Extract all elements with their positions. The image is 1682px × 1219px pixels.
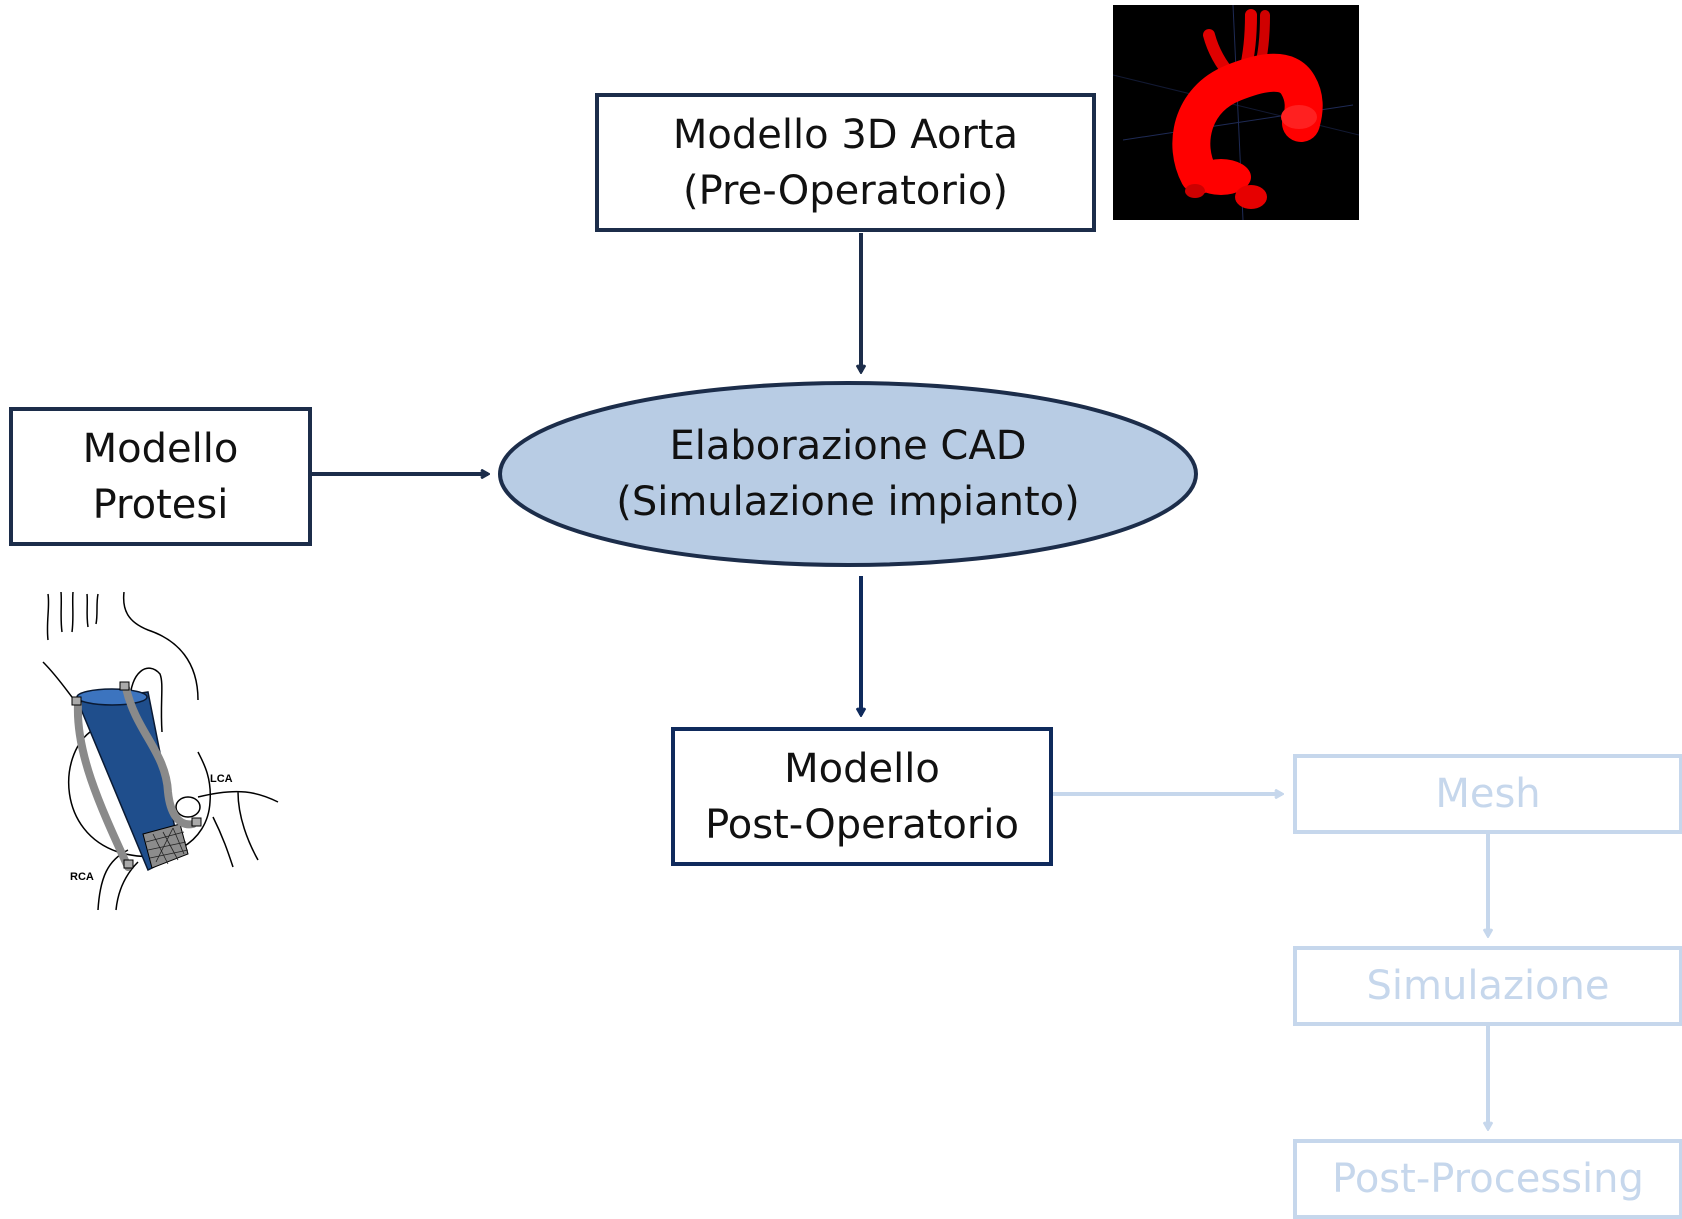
postprocessing-box: Post-Processing: [1293, 1139, 1682, 1219]
postop-model-line1: Modello: [784, 745, 940, 792]
aorta-model-line2: (Pre-Operatorio): [683, 167, 1008, 214]
simulazione-box: Simulazione: [1293, 946, 1682, 1026]
postop-model-box: Modello Post-Operatorio: [671, 727, 1053, 866]
cad-label: Elaborazione CAD (Simulazione impianto): [500, 414, 1196, 534]
aorta-3d-render-image: [1113, 5, 1359, 220]
mesh-label: Mesh: [1435, 771, 1541, 817]
aorta-model-box: Modello 3D Aorta (Pre-Operatorio): [595, 93, 1096, 232]
postop-model-line2: Post-Operatorio: [705, 801, 1019, 848]
protesi-model-line2: Protesi: [92, 481, 229, 528]
aorta-model-line1: Modello 3D Aorta: [672, 111, 1019, 158]
protesi-model-line1: Modello: [82, 425, 239, 472]
cad-line1: Elaborazione CAD: [669, 423, 1027, 469]
lca-label: LCA: [210, 773, 233, 785]
prosthesis-illustration: LCA RCA: [42, 592, 279, 911]
cad-ellipse: [498, 381, 1198, 567]
simulazione-label: Simulazione: [1366, 963, 1610, 1009]
protesi-model-box: Modello Protesi: [9, 407, 312, 546]
postprocessing-label: Post-Processing: [1332, 1156, 1644, 1202]
cad-line2: (Simulazione impianto): [616, 479, 1080, 525]
mesh-box: Mesh: [1293, 754, 1682, 834]
rca-label: RCA: [70, 871, 94, 883]
